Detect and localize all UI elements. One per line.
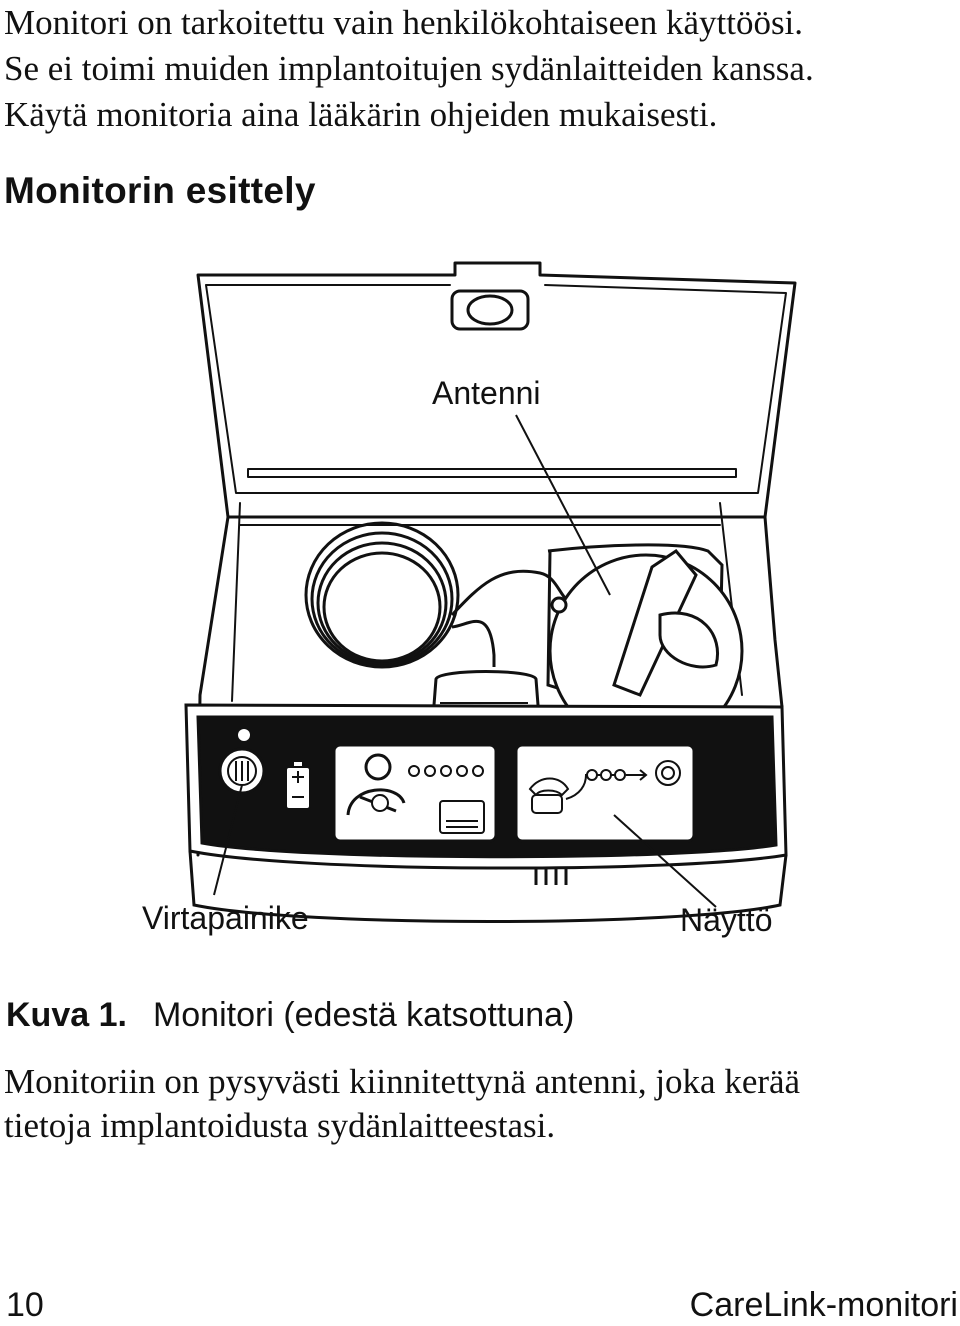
monitor-illustration: Antenni Virtapainike Näyttö <box>0 255 960 975</box>
page-number: 10 <box>6 1286 44 1324</box>
power-button-label: Virtapainike <box>142 900 309 936</box>
figure-caption: Kuva 1. Monitori (edestä katsottuna) <box>6 996 574 1035</box>
antenna <box>546 543 744 749</box>
coiled-cord <box>304 521 579 669</box>
body-line: tietoja implantoidusta sydänlaitteestasi… <box>4 1106 556 1145</box>
antenna-leader <box>515 414 611 596</box>
document-name: CareLink-monitori <box>689 1286 958 1324</box>
phone-screen <box>514 743 696 843</box>
intro-line: Monitori on tarkoitettu vain henkilökoht… <box>4 3 804 42</box>
body-paragraph: Monitoriin on pysyvästi kiinnitettynä an… <box>4 1060 959 1148</box>
intro-paragraph: Monitori on tarkoitettu vain henkilökoht… <box>4 0 959 138</box>
lid-latch-hole <box>466 294 514 326</box>
antenna-label: Antenni <box>432 375 541 411</box>
monitor-drawing <box>184 261 797 923</box>
lid-latch <box>450 289 530 331</box>
display-label: Näyttö <box>680 902 773 938</box>
figure-number: Kuva 1. <box>6 996 127 1034</box>
body-line: Monitoriin on pysyvästi kiinnitettynä an… <box>4 1062 801 1101</box>
intro-line: Käytä monitoria aina lääkärin ohjeiden m… <box>4 95 718 134</box>
case-right-side <box>763 515 784 709</box>
lid-inner-edge <box>205 284 787 494</box>
lid-outline <box>196 261 797 519</box>
section-title: Monitorin esittely <box>4 170 316 211</box>
display-leader <box>613 814 717 908</box>
front-panel <box>184 703 788 923</box>
intro-line: Se ei toimi muiden implantoitujen sydänl… <box>4 49 814 88</box>
power-leader <box>213 784 243 896</box>
figure-caption-text: Monitori (edestä katsottuna) <box>152 996 575 1034</box>
lid-hinge-bar <box>247 468 737 478</box>
